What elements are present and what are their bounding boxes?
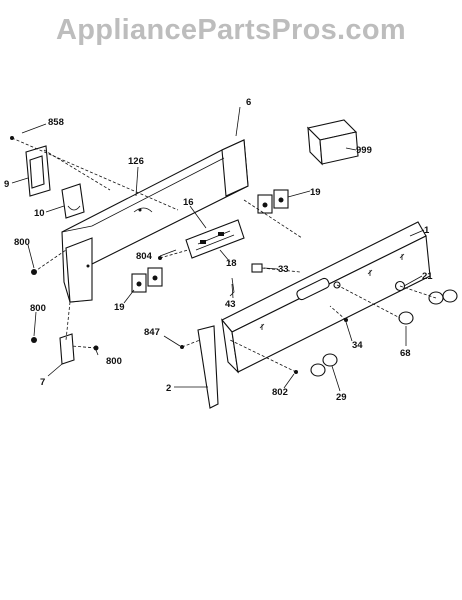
callout-858: 858 — [48, 117, 64, 128]
callout-847: 847 — [144, 327, 160, 338]
part-10-bracket — [61, 183, 85, 219]
part-6-backguard-housing — [61, 139, 249, 303]
callout-10: 10 — [34, 208, 45, 219]
callout-800-upper: 800 — [14, 237, 30, 248]
callout-19-lower: 19 — [114, 302, 125, 313]
callout-802: 802 — [272, 387, 288, 398]
part-1-control-panel — [221, 221, 431, 374]
part-999-component — [306, 119, 359, 166]
callout-804: 804 — [136, 251, 153, 262]
callout-21: 21 — [422, 271, 433, 282]
callout-18: 18 — [226, 258, 237, 269]
callout-6: 6 — [246, 97, 251, 108]
callout-1: 1 — [424, 225, 430, 236]
part-19-switch-upper — [257, 189, 289, 214]
part-68-knobs — [398, 289, 458, 325]
callout-29: 29 — [336, 392, 347, 403]
callout-2: 2 — [166, 383, 171, 394]
part-33-component — [251, 263, 263, 273]
callout-labels: 858 6 999 9 126 10 19 16 1 800 804 18 33… — [4, 97, 433, 403]
callout-68: 68 — [400, 348, 411, 359]
callout-16: 16 — [183, 197, 194, 208]
callout-126: 126 — [128, 156, 144, 167]
callout-9: 9 — [4, 179, 9, 190]
callout-43: 43 — [225, 299, 236, 310]
part-2-end-cap — [197, 325, 219, 409]
leader-lines — [11, 106, 425, 392]
callout-800-middle: 800 — [30, 303, 46, 314]
part-16-clock-board — [185, 219, 245, 259]
callout-999: 999 — [356, 145, 372, 156]
part-19-switch-lower — [131, 267, 163, 293]
callout-34: 34 — [352, 340, 363, 351]
watermark: AppliancePartsPros.com — [56, 14, 406, 46]
part-7-bracket — [59, 333, 75, 365]
callout-7: 7 — [40, 377, 45, 388]
part-43-wire — [229, 277, 235, 297]
part-9-end-bracket — [25, 145, 51, 197]
part-29-knobs — [310, 353, 338, 377]
callout-33: 33 — [278, 264, 289, 275]
callout-800-lower: 800 — [106, 356, 122, 367]
callout-19-upper: 19 — [310, 187, 321, 198]
